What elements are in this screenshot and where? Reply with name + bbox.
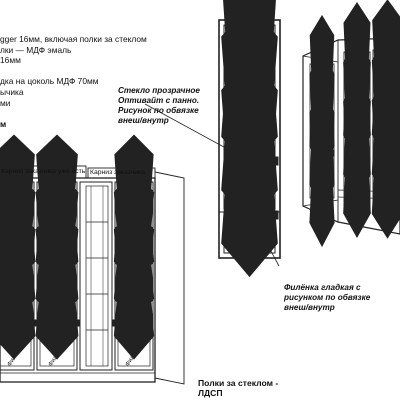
callout-line: Филёнка гладкая с	[284, 283, 361, 292]
callout-line: рисунком по обвязке	[284, 293, 371, 302]
shelves-note-line: ЛДСП	[198, 388, 223, 398]
shelves-note: Полки за стеклом - ЛДСП	[198, 378, 278, 398]
specification-block: gger 16мм, включая полки за стеклом лки …	[0, 34, 147, 129]
perspective-view	[303, 38, 400, 234]
callout-line: Рисунок по обвязке	[118, 106, 199, 115]
leader-dot	[230, 149, 236, 155]
cabinet-front-elevation	[0, 166, 184, 385]
spec-line: дка на цоколь МДФ 70мм	[0, 76, 99, 87]
spec-line: ми	[0, 97, 11, 108]
spec-line: лки — МДФ эмаль	[0, 44, 72, 55]
shelves-note-line: Полки за стеклом -	[198, 378, 279, 388]
leader-lines	[144, 103, 280, 267]
spec-line: gger 16мм, включая полки за стеклом	[0, 34, 147, 44]
callout-line: Стекло прозрачное	[118, 86, 200, 95]
spec-line: 16мм	[0, 55, 21, 66]
single-door-elevation	[219, 20, 280, 258]
spec-line: м	[0, 118, 7, 129]
callout-panel: Филёнка гладкая с рисунком по обвязке вн…	[284, 283, 370, 313]
leader-dot	[262, 237, 268, 243]
callout-line: внеш/внутр	[118, 116, 169, 125]
callout-glass: Стекло прозрачное Оптивайт с панно. Рису…	[118, 86, 200, 126]
cornice-label-existing: Карниз заказчика уже есть	[1, 168, 86, 175]
callout-line: Оптивайт с панно.	[118, 96, 200, 105]
spec-line: ычика	[0, 86, 24, 97]
callout-line: внеш/внутр	[284, 303, 335, 312]
cornice-label-customer: Карниз заказчика	[90, 169, 145, 176]
